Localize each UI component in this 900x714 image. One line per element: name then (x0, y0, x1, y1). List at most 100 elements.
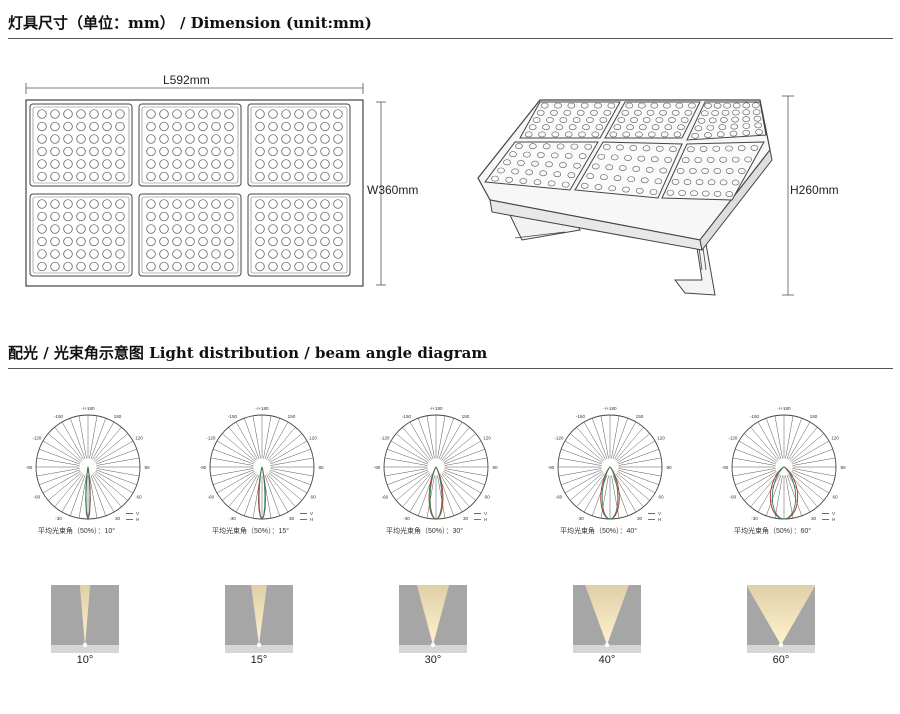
polar-spoke (618, 457, 662, 466)
polar-spoke (216, 440, 255, 463)
height-dimension-label: H260mm (790, 183, 839, 197)
polar-spoke (444, 457, 488, 466)
polar-spoke (95, 440, 134, 463)
beam-angle-label: 30° (424, 654, 442, 666)
light-beam (251, 585, 267, 645)
polar-spoke (402, 473, 431, 507)
polar-spoke (614, 474, 637, 513)
polar-angle-label: 120 (831, 436, 839, 441)
polar-angle-label: -30 (55, 516, 62, 521)
polar-spoke (790, 433, 824, 462)
polar-legend-label: H (484, 517, 487, 522)
polar-legend-label: H (832, 517, 835, 522)
polar-spoke (264, 418, 280, 459)
polar-spoke (789, 427, 818, 461)
floodlight-perspective-view (477, 95, 794, 296)
polar-spoke (437, 475, 446, 519)
perspective-led-modules (484, 101, 767, 201)
polar-spoke (618, 468, 662, 477)
polar-spoke (270, 469, 311, 485)
polar-spoke (89, 475, 98, 519)
polar-spoke (70, 475, 86, 516)
polar-spoke (61, 421, 84, 460)
polar-spoke (738, 440, 777, 463)
perspective-led-module (686, 101, 767, 141)
beam-floor (399, 645, 467, 653)
polar-spoke (228, 473, 257, 507)
polar-spoke (92, 474, 115, 513)
light-source (82, 642, 88, 648)
polar-angle-label: -/+180 (429, 406, 443, 411)
light-source (604, 642, 610, 648)
polar-angle-label: 30 (811, 516, 817, 521)
polar-spoke (440, 421, 463, 460)
polar-angle-label: -30 (229, 516, 236, 521)
polar-spoke (438, 418, 454, 459)
beam-angle-label: 10° (76, 654, 94, 666)
polar-angle-label: 90 (492, 465, 498, 470)
polar-spoke (384, 468, 428, 477)
polar-caption: 平均光束角（50%）：15° (212, 528, 290, 535)
polar-legend-label: V (310, 511, 314, 516)
polar-angle-label: -150 (228, 414, 238, 419)
polar-spoke (263, 415, 272, 459)
polar-angle-label: 90 (144, 465, 150, 470)
polar-angle-label: -60 (556, 495, 563, 500)
polar-spoke (390, 440, 429, 463)
polar-spoke (583, 421, 606, 460)
polar-angle-label: 60 (659, 495, 665, 500)
polar-spoke (766, 418, 782, 459)
polar-spoke (757, 474, 780, 513)
polar-spoke (600, 475, 609, 519)
light-source (430, 642, 436, 648)
polar-angle-label: 60 (311, 495, 317, 500)
polar-angle-label: -90 (374, 465, 381, 470)
polar-legend-label: V (136, 511, 140, 516)
polar-spoke (94, 433, 128, 462)
polar-spoke (788, 421, 811, 460)
polar-spoke (766, 475, 782, 516)
polar-spoke (54, 473, 83, 507)
polar-angle-label: 30 (289, 516, 295, 521)
beam-illustration (573, 585, 641, 653)
polar-spoke (792, 469, 833, 485)
polar-spoke (561, 449, 602, 465)
polar-spoke (387, 469, 428, 485)
polar-spoke (235, 474, 258, 513)
polar-spoke (732, 457, 776, 466)
polar-spoke (90, 475, 106, 516)
polar-spoke (792, 449, 833, 465)
polar-spoke (583, 474, 606, 513)
polar-spoke (786, 475, 802, 516)
polar-spoke (269, 440, 308, 463)
polar-spoke (790, 472, 824, 501)
polar-spoke (576, 427, 605, 461)
polar-spoke (222, 433, 256, 462)
polar-angle-label: 90 (666, 465, 672, 470)
polar-legend-label: V (658, 511, 662, 516)
polar-beam-curve (258, 466, 266, 521)
polar-spoke (615, 473, 644, 507)
polar-caption: 平均光束角（50%）：60° (734, 528, 812, 535)
dimension-section-title: 灯具尺寸（单位：mm） / Dimension (unit:mm) (8, 14, 372, 32)
beam-illustration (51, 585, 119, 653)
polar-spoke (36, 468, 80, 477)
polar-spoke (732, 468, 776, 477)
polar-spoke (443, 471, 482, 494)
polar-spoke (228, 427, 257, 461)
polar-beam-curve (771, 466, 797, 520)
polar-spoke (213, 449, 254, 465)
perspective-led-module (604, 101, 701, 139)
polar-spoke (615, 427, 644, 461)
polar-spoke (270, 457, 314, 466)
polar-spoke (444, 468, 488, 477)
polar-spoke (576, 473, 605, 507)
polar-caption: 平均光束角（50%）：40° (560, 528, 638, 535)
polar-angle-label: 150 (462, 414, 470, 419)
polar-spoke (252, 415, 261, 459)
length-dimension-label: L592mm (163, 73, 210, 87)
polar-spoke (564, 440, 603, 463)
polar-spoke (738, 471, 777, 494)
